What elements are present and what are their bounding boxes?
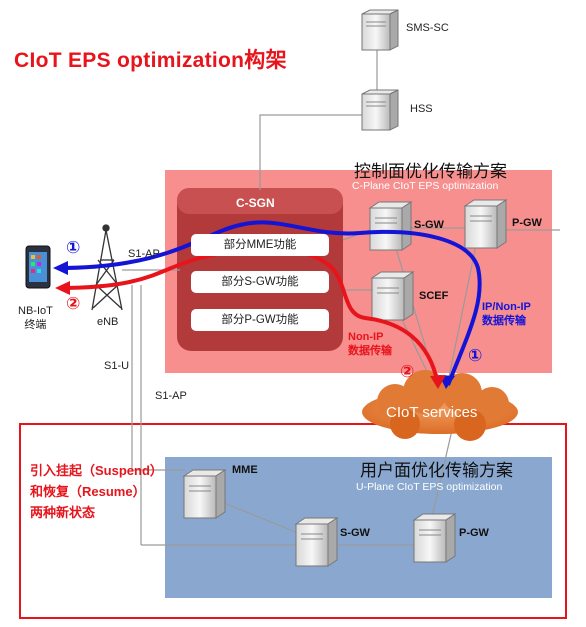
- server-pgw-user-icon: [412, 513, 457, 563]
- s1ap-top-label: S1-AP: [128, 248, 160, 260]
- sgw-control-label: S-GW: [414, 219, 444, 231]
- csgn-function-mme: 部分MME功能: [191, 234, 329, 256]
- server-pgw-control-icon: [463, 199, 508, 249]
- path-1-ip-line: [57, 220, 482, 386]
- csgn-function-pgw: 部分P-GW功能: [191, 309, 329, 331]
- server-sms-sc-icon: [361, 9, 399, 51]
- path-2-arrowhead: [55, 281, 70, 295]
- path-2-nonip-line: [59, 247, 440, 386]
- pgw-user-label: P-GW: [459, 527, 489, 539]
- pgw-control-label: P-GW: [512, 217, 542, 229]
- ip-transfer-label: IP/Non-IP 数据传输: [482, 301, 531, 327]
- path-2-cloud-arrowhead: [430, 375, 446, 389]
- path-1-marker-left: ①: [66, 238, 81, 257]
- control-plane-title: 控制面优化传输方案: [354, 162, 507, 181]
- server-mme-icon: [182, 469, 227, 519]
- user-plane-zone: [165, 457, 552, 598]
- hss-label: HSS: [410, 103, 433, 115]
- path-1-arrowhead: [53, 261, 68, 275]
- csgn-function-sgw: 部分S-GW功能: [191, 271, 329, 293]
- scef-label: SCEF: [419, 290, 449, 302]
- s1ap-bottom-label: S1-AP: [155, 390, 187, 402]
- cloud-label: CIoT services: [386, 404, 478, 421]
- user-plane-subtitle: U-Plane CIoT EPS optimization: [356, 481, 503, 493]
- sgw-user-label: S-GW: [340, 527, 370, 539]
- user-plane-highlight-frame: [19, 423, 567, 619]
- user-plane-title: 用户面优化传输方案: [360, 461, 513, 480]
- sms-sc-label: SMS-SC: [406, 22, 449, 34]
- control-plane-subtitle: C-Plane CIoT EPS optimization: [352, 180, 499, 192]
- path-1-marker-right: ①: [468, 346, 483, 365]
- suspend-resume-note: 引入挂起（Suspend） 和恢复（Resume） 两种新状态: [30, 463, 163, 520]
- server-hss-icon: [361, 89, 399, 131]
- ciot-services-cloud-icon: [362, 370, 518, 441]
- device-label: NB-IoT 终端: [18, 305, 53, 331]
- nb-iot-device-icon: [25, 245, 51, 289]
- server-sgw-user-icon: [294, 517, 339, 567]
- mme-label: MME: [232, 464, 258, 476]
- page-title: CIoT EPS optimization构架: [14, 49, 287, 72]
- s1u-label: S1-U: [104, 360, 130, 372]
- server-scef-icon: [370, 271, 415, 321]
- path-2-marker-right: ②: [400, 362, 415, 381]
- nonip-transfer-label: Non-IP 数据传输: [348, 331, 392, 357]
- enb-label: eNB: [97, 316, 119, 328]
- server-sgw-control-icon: [368, 201, 413, 251]
- csgn-title: C-SGN: [236, 196, 275, 210]
- path-2-marker-left: ②: [66, 294, 81, 313]
- csgn-header: [177, 188, 343, 214]
